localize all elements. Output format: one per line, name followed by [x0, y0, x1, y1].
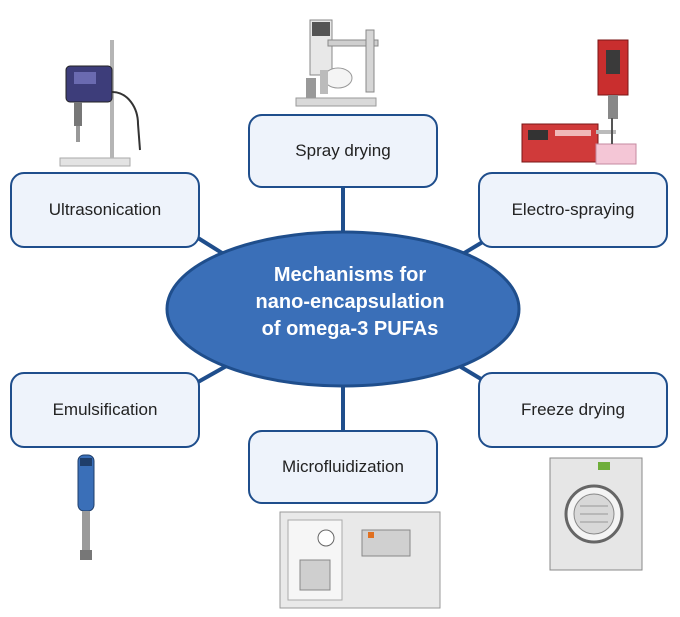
- center-title-line-3: of omega-3 PUFAs: [261, 318, 439, 340]
- center-ellipse: [165, 230, 521, 388]
- microfluidization-box: Microfluidization: [248, 430, 438, 504]
- ultrasonication-label: Ultrasonication: [48, 200, 162, 219]
- emulsification-label: Emulsification: [52, 400, 158, 419]
- center-title-line-2: nano-encapsulation: [255, 291, 445, 313]
- freeze-drying-box: Freeze drying: [478, 372, 668, 448]
- freeze-drying-label: Freeze drying: [521, 400, 625, 419]
- microfluidizer-icon: [279, 511, 441, 609]
- electrospray-icon: [521, 39, 637, 165]
- ultrasonicator-icon: [59, 40, 141, 167]
- emulsification-box: Emulsification: [10, 372, 200, 448]
- freeze-dryer-icon: [549, 457, 643, 571]
- electro-spraying-box: Electro-spraying: [478, 172, 668, 248]
- microfluidization-label: Microfluidization: [282, 457, 404, 476]
- hand-blender-icon: [77, 454, 95, 560]
- spray-drying-label: Spray drying: [295, 141, 391, 160]
- center-title: Mechanisms for nano-encapsulation of ome…: [200, 262, 500, 343]
- spray-drying-box: Spray drying: [248, 114, 438, 188]
- electro-spraying-label: Electro-spraying: [511, 200, 635, 219]
- center-title-line-1: Mechanisms for: [273, 264, 427, 286]
- ultrasonication-box: Ultrasonication: [10, 172, 200, 248]
- spray-dryer-icon: [295, 19, 379, 107]
